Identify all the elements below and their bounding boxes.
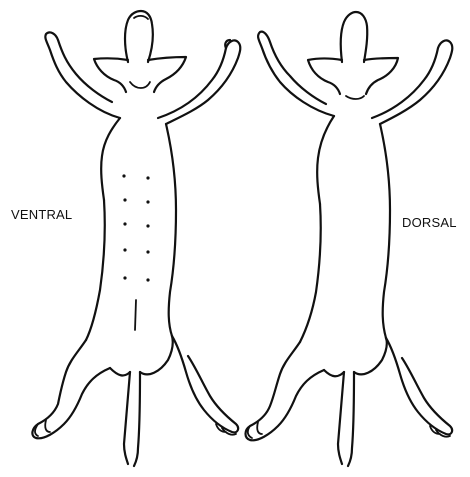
injection-dot: [123, 248, 126, 251]
injection-dot: [146, 278, 149, 281]
ventral-right-ear: [148, 57, 186, 92]
ventral-left-ear: [94, 58, 128, 92]
ventral-left-flank: [86, 200, 105, 340]
dorsal-left-arm: [258, 32, 334, 116]
ventral-right-arm: [158, 40, 240, 124]
ventral-animal-outline: [32, 11, 240, 466]
ventral-pelvis: [110, 336, 173, 375]
dorsal-pelvis: [324, 338, 387, 376]
ventral-right-flank: [166, 124, 176, 336]
dorsal-left-flank: [300, 204, 321, 342]
injection-dot: [146, 176, 149, 179]
dorsal-left-ear: [308, 59, 342, 95]
injection-dot: [146, 200, 149, 203]
dorsal-head: [341, 12, 368, 62]
dorsal-left-arm-lower: [317, 116, 334, 204]
ventral-neck: [130, 82, 150, 88]
ventral-left-arm: [45, 32, 120, 118]
injection-site-dots: [122, 174, 149, 281]
injection-dot: [146, 224, 149, 227]
injection-dot: [123, 222, 126, 225]
ventral-right-leg: [172, 336, 238, 432]
injection-dot: [123, 276, 126, 279]
dorsal-animal-outline: [246, 12, 453, 466]
dorsal-right-arm: [372, 40, 452, 124]
ventral-label: VENTRAL: [11, 207, 72, 222]
injection-dot: [123, 198, 126, 201]
dorsal-right-leg: [386, 338, 452, 434]
ventral-left-arm-lower: [101, 118, 120, 200]
injection-dot: [122, 174, 125, 177]
dorsal-neck: [346, 96, 364, 99]
dorsal-right-ear: [364, 58, 398, 94]
ventral-midline: [135, 300, 136, 330]
dorsal-label: DORSAL: [402, 215, 457, 230]
ventral-nose: [134, 16, 148, 19]
injection-dot: [146, 250, 149, 253]
ventral-left-leg: [32, 340, 110, 438]
ventral-tail: [124, 372, 140, 466]
dorsal-tail: [338, 372, 354, 466]
dorsal-right-flank: [380, 124, 390, 338]
